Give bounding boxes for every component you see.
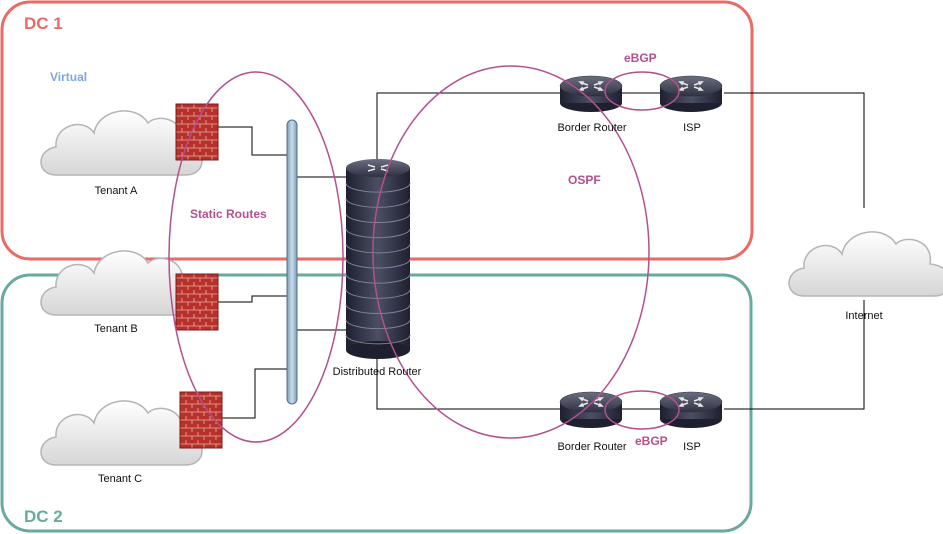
switch-bus-icon	[286, 119, 298, 405]
virtual-label: Virtual	[50, 70, 87, 84]
isp-top-label: ISP	[683, 122, 701, 134]
cloud-icon	[788, 231, 943, 297]
firewall-icon	[175, 273, 219, 331]
ebgp-top-label: eBGP	[624, 51, 657, 65]
dc2-title: DC 2	[24, 507, 63, 526]
border-router-top-label: Border Router	[557, 122, 626, 134]
border-router-bottom-label: Border Router	[557, 441, 626, 453]
static-routes-ellipse	[168, 71, 344, 443]
cloud-icon	[40, 400, 203, 466]
tenant-b-label: Tenant B	[94, 323, 137, 335]
ebgp-top-ellipse	[604, 71, 680, 111]
ebgp-bottom-ellipse	[604, 390, 680, 430]
ospf-label: OSPF	[568, 173, 601, 187]
distributed-router-icon	[345, 159, 411, 359]
static-routes-label: Static Routes	[190, 207, 267, 221]
tenant-a-label: Tenant A	[95, 185, 138, 197]
distributed-router-label: Distributed Router	[333, 366, 422, 378]
firewall-icon	[175, 103, 219, 161]
router-icon	[559, 75, 623, 113]
protocol-ellipses	[168, 65, 680, 443]
internet-label: Internet	[845, 310, 882, 322]
router-icon	[659, 75, 723, 113]
isp-bottom-label: ISP	[683, 441, 701, 453]
ebgp-bottom-label: eBGP	[635, 434, 668, 448]
dc1-title: DC 1	[24, 14, 63, 33]
tenant-c-label: Tenant C	[98, 473, 142, 485]
connection-lines	[218, 92, 865, 419]
ospf-ellipse	[372, 65, 650, 439]
router-icon	[559, 391, 623, 429]
